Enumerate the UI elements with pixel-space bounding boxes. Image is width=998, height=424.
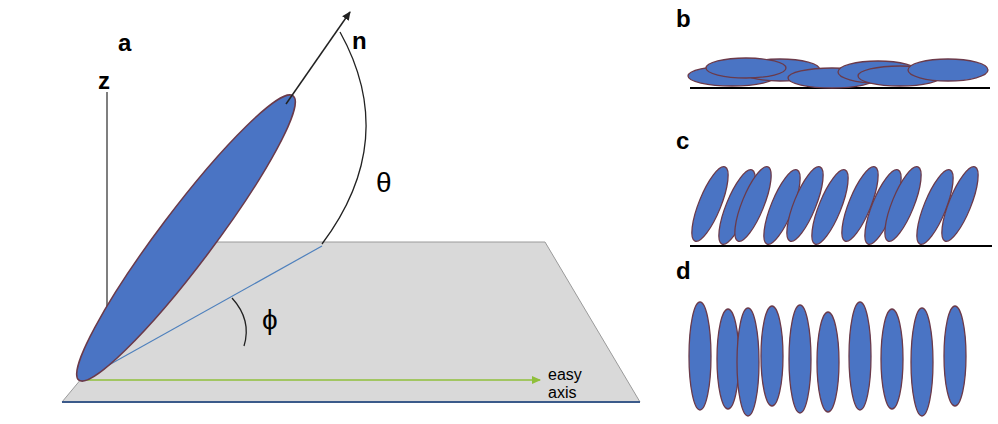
vector-label: n [352,28,367,54]
panel-letter: b [676,6,691,32]
panel-letter: d [676,258,691,284]
molecule-ellipse [717,309,739,409]
substrate-line [690,245,992,247]
molecule-ellipse [789,305,811,413]
axis-label: z [98,68,110,94]
planar-molecules [688,58,988,88]
molecule-ellipse [935,163,985,245]
molecule-ellipse [944,306,966,406]
molecule-ellipse [706,58,786,78]
molecule-ellipse [57,80,314,397]
easy-axis-line [82,379,540,381]
plane-edge [62,401,640,403]
molecule-ellipse [849,302,871,410]
theta-arc [322,32,366,244]
phi-arc [232,298,246,346]
molecule-ellipse [817,312,839,412]
panel-letter: c [676,128,689,154]
molecule-ellipse [737,308,759,416]
molecule-ellipse [689,302,711,410]
molecule-ellipse [881,309,903,409]
angle-label: ϕ [262,305,278,336]
molecule-ellipse [761,306,783,406]
director-vector [286,12,350,104]
molecule-ellipse [908,59,988,81]
molecule-ellipse [911,308,933,416]
angle-label: θ [376,168,392,199]
panel-letter: a [118,30,131,56]
axis-label: easy axis [548,366,598,401]
tilted-molecules [685,163,985,248]
vertical-molecules [689,302,966,416]
